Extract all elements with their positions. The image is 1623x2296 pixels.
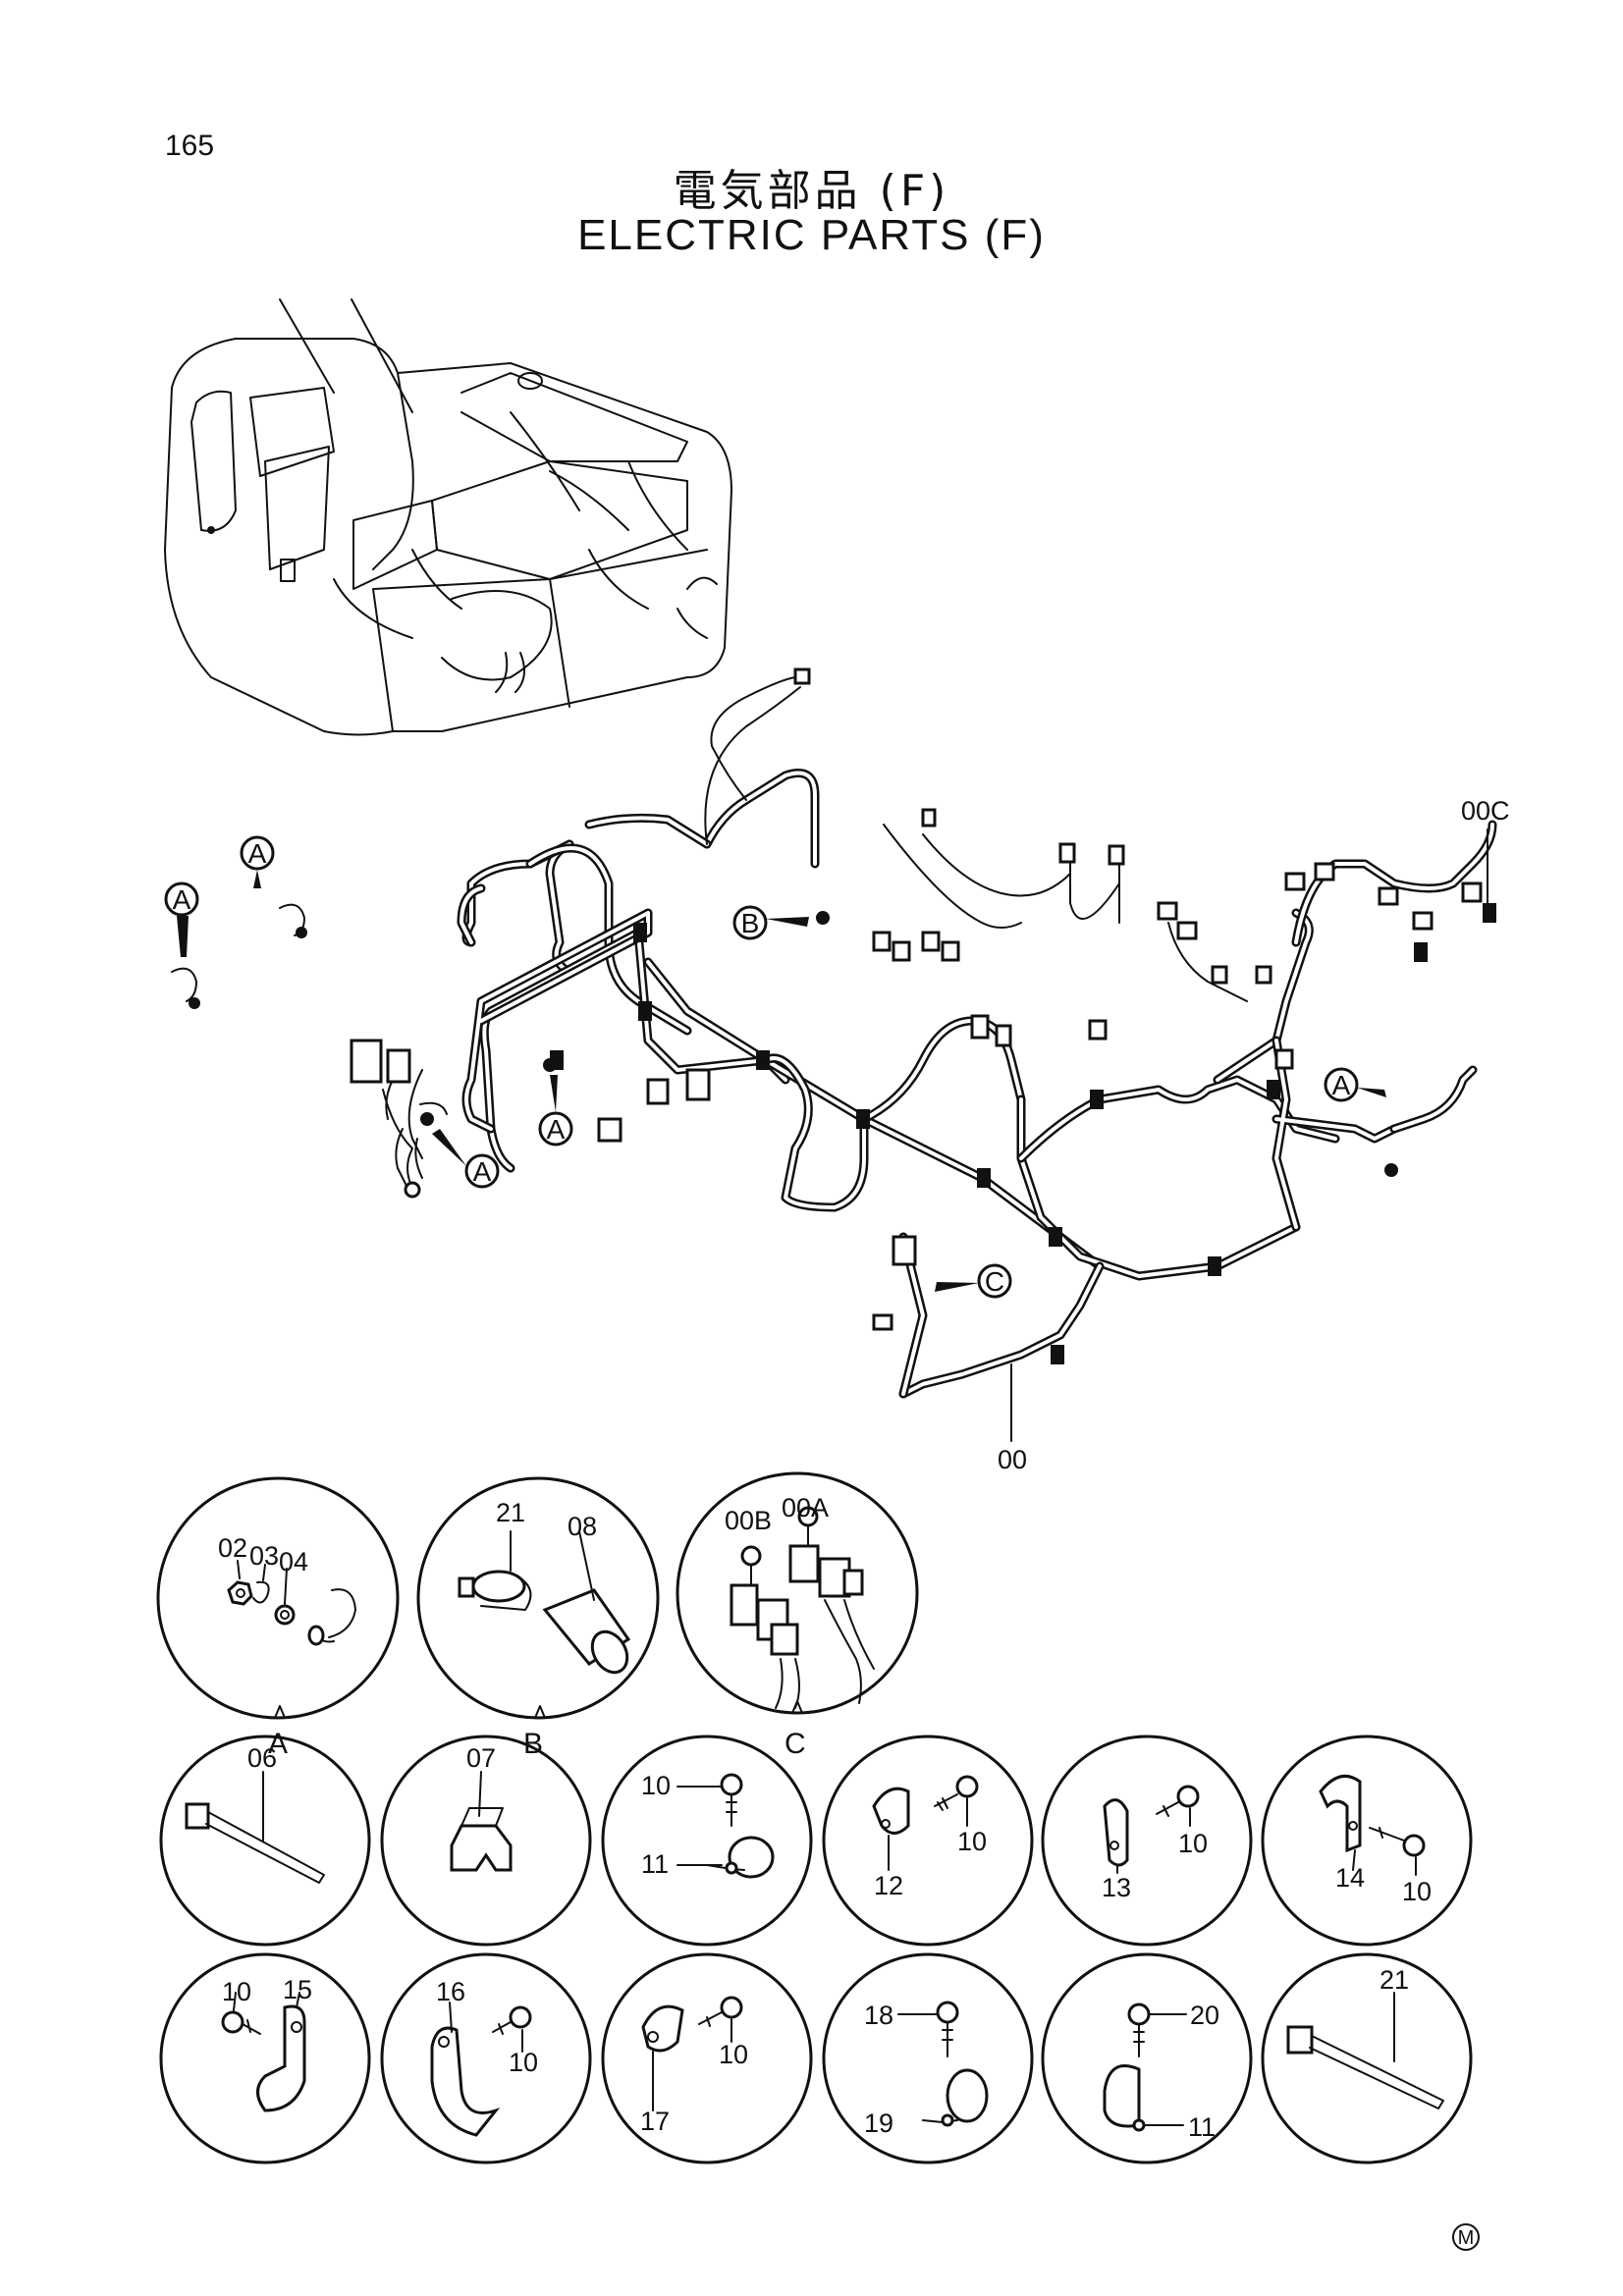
- detail-a-part-02: 02: [218, 1533, 247, 1563]
- row2-part-10: 10: [222, 1977, 251, 2006]
- page-title-japanese: 電気部品 (F): [673, 166, 950, 216]
- detail-a-part-03: 03: [249, 1541, 279, 1571]
- page-number: 165: [165, 130, 215, 162]
- row1-part-13: 13: [1102, 1873, 1131, 1902]
- row2-part-15: 15: [283, 1975, 312, 2004]
- callout-a-1: A: [248, 838, 267, 869]
- row2-part-11: 11: [1188, 2112, 1216, 2142]
- row2-part-19: 19: [864, 2109, 893, 2138]
- callout-b: B: [741, 908, 760, 938]
- callout-a-2: A: [173, 884, 191, 915]
- row1-part-11: 11: [641, 1849, 669, 1879]
- excavator-overview-sketch: [164, 298, 732, 736]
- parts-row-1: [159, 1735, 1473, 1947]
- row2-part-18: 18: [864, 2001, 893, 2030]
- row1-part-12: 12: [874, 1871, 903, 1900]
- page-mark: M: [1458, 2227, 1475, 2249]
- row2-part-21: 21: [1380, 1965, 1409, 1995]
- callout-bubbles: [164, 835, 1386, 1299]
- row2-part-17: 17: [640, 2107, 670, 2136]
- detail-view-c: [676, 1471, 919, 1715]
- detail-b-part-21: 21: [496, 1498, 525, 1527]
- row1-part-10b: 10: [957, 1827, 987, 1856]
- row1-part-06: 06: [247, 1743, 277, 1773]
- detail-c-caption: C: [784, 1728, 806, 1760]
- mark-circle: [1452, 2223, 1480, 2251]
- row2-part-20: 20: [1190, 2001, 1219, 2030]
- detail-a-part-04: 04: [279, 1547, 308, 1576]
- page-title-english: ELECTRIC PARTS (F): [577, 211, 1046, 259]
- detail-view-a: [156, 1476, 400, 1720]
- detail-c-part-00b: 00B: [725, 1506, 772, 1535]
- parts-row-2: [159, 1952, 1473, 2164]
- callout-a-5: A: [1332, 1070, 1351, 1100]
- row1-part-10c: 10: [1178, 1829, 1208, 1858]
- row1-part-10: 10: [641, 1771, 671, 1800]
- row2-part-10b: 10: [509, 2048, 538, 2077]
- row2-part-10c: 10: [719, 2040, 748, 2069]
- callout-a-3: A: [473, 1156, 492, 1187]
- part-label-00: 00: [998, 1445, 1027, 1474]
- row1-part-10d: 10: [1402, 1877, 1432, 1906]
- callout-a-4: A: [547, 1114, 566, 1145]
- row1-part-07: 07: [466, 1743, 496, 1773]
- detail-b-part-08: 08: [568, 1512, 597, 1541]
- row1-part-14: 14: [1335, 1863, 1365, 1893]
- part-label-00c: 00C: [1461, 796, 1510, 826]
- row2-part-16: 16: [436, 1977, 465, 2006]
- callout-c: C: [985, 1266, 1004, 1297]
- detail-c-part-00a: 00A: [782, 1493, 829, 1522]
- detail-view-b: [416, 1476, 660, 1720]
- main-wire-harness: [171, 667, 1497, 1399]
